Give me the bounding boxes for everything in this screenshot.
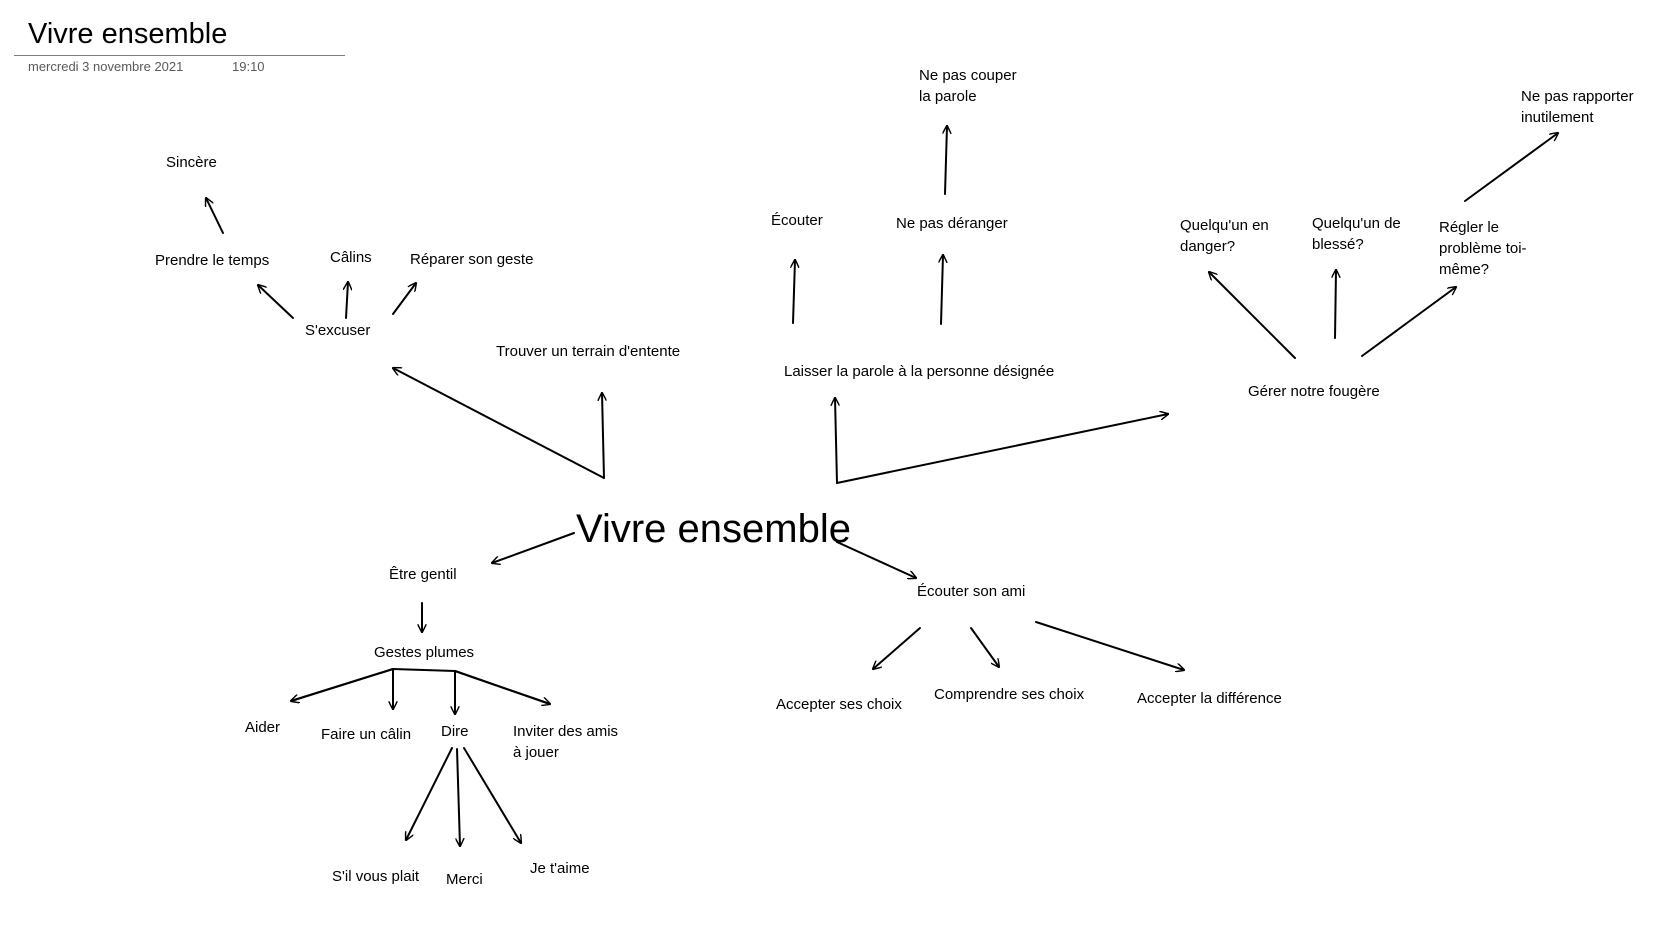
node-ne-pas-deranger: Ne pas déranger xyxy=(896,215,1008,232)
arrow-gestes-to-aider xyxy=(291,668,394,701)
arrow-regler-to-rapporter xyxy=(1464,133,1558,202)
arrow-fougere-to-danger xyxy=(1209,272,1296,359)
node-quelquun-blesse: Quelqu'un de blessé? xyxy=(1312,215,1401,253)
arrow-dire-to-merci xyxy=(457,748,460,846)
arrow-ecouter-ami-to-difference xyxy=(1035,621,1184,670)
node-prendre-temps: Prendre le temps xyxy=(155,252,270,269)
page-date: mercredi 3 novembre 2021 xyxy=(28,59,184,74)
node-gestes-plumes: Gestes plumes xyxy=(374,644,475,661)
arrow-s-excuser-to-reparer xyxy=(392,283,416,315)
arrow-laisser-to-ecouter xyxy=(793,260,795,324)
arrow-ecouter-ami-to-accepter-choix xyxy=(873,627,921,669)
node-quelquun-danger: Quelqu'un en danger? xyxy=(1180,217,1269,255)
arrow-s-excuser-to-calins xyxy=(346,282,348,319)
node-faire-calin: Faire un câlin xyxy=(321,726,412,743)
title-underline xyxy=(14,55,345,56)
node-calins: Câlins xyxy=(330,249,372,266)
node-accepter-difference: Accepter la différence xyxy=(1137,690,1282,707)
node-je-taime: Je t'aime xyxy=(530,860,590,877)
node-accepter-choix: Accepter ses choix xyxy=(776,696,902,713)
arrow-fougere-to-regler xyxy=(1361,287,1456,357)
node-sil-vous-plait: S'il vous plait xyxy=(332,868,420,885)
node-reparer: Réparer son geste xyxy=(410,251,534,268)
node-merci: Merci xyxy=(446,871,483,888)
node-trouver-terrain: Trouver un terrain d'entente xyxy=(496,343,681,360)
arrow-center-to-trouver-terrain xyxy=(602,393,604,479)
arrow-center-to-ecouter-ami xyxy=(836,541,916,578)
node-laisser-parole: Laisser la parole à la personne désignée xyxy=(784,363,1055,380)
arrow-center-to-laisser-parole xyxy=(835,398,837,484)
arrow-center-to-etre-gentil xyxy=(492,532,575,563)
node-gerer-fougere: Gérer notre fougère xyxy=(1248,383,1380,400)
arrow-s-excuser-to-prendre-temps xyxy=(258,285,294,319)
arrow-gestes-to-inviter xyxy=(454,670,550,704)
node-ne-pas-couper: Ne pas couper la parole xyxy=(919,67,1017,105)
node-aider: Aider xyxy=(245,719,281,736)
arrow-deranger-to-ne-pas-couper xyxy=(945,126,947,195)
arrow-ecouter-ami-to-comprendre xyxy=(970,627,999,667)
node-dire: Dire xyxy=(441,723,469,740)
node-sincere: Sincère xyxy=(166,154,217,171)
node-regler-probleme: Régler le problème toi- même? xyxy=(1439,219,1527,278)
arrow-dire-to-je-taime xyxy=(463,747,521,843)
arrow-laisser-to-ne-pas-deranger xyxy=(941,255,943,325)
node-ecouter: Écouter xyxy=(771,212,823,229)
arrow-dire-to-sil-vous-plait xyxy=(406,747,453,840)
arrow-center-to-s-excuser xyxy=(393,368,605,479)
page-title: Vivre ensemble xyxy=(28,18,228,50)
node-comprendre-choix: Comprendre ses choix xyxy=(934,686,1085,703)
node-inviter: Inviter des amis à jouer xyxy=(513,723,619,761)
arrow-prendre-temps-to-sincere xyxy=(206,198,224,234)
node-ecouter-ami: Écouter son ami xyxy=(917,583,1026,600)
node-ne-pas-rapporter: Ne pas rapporter inutilement xyxy=(1521,88,1634,126)
arrow-center-to-gerer-fougere xyxy=(836,414,1168,484)
arrow-fougere-to-blesse xyxy=(1335,269,1336,339)
page-time: 19:10 xyxy=(232,59,265,74)
center-topic: Vivre ensemble xyxy=(576,507,851,551)
connector-gestes-plumes xyxy=(290,668,551,705)
node-etre-gentil: Être gentil xyxy=(389,566,457,583)
node-s-excuser: S'excuser xyxy=(305,322,371,339)
